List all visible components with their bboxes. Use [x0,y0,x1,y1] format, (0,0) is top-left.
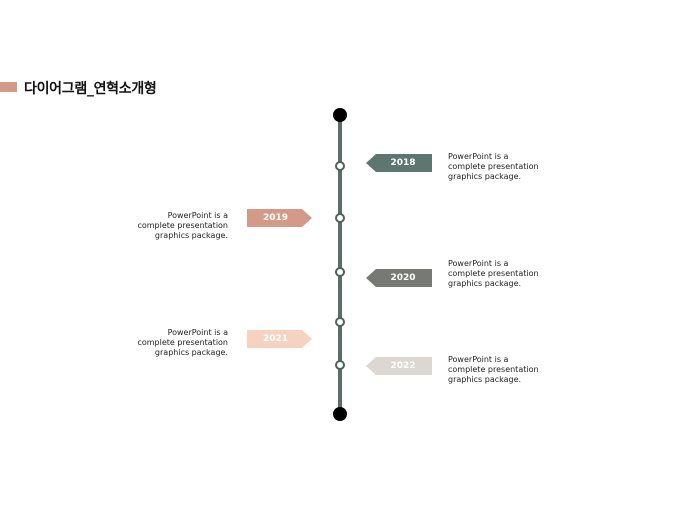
timeline-node-2018 [335,161,345,171]
year-tag-2021: 2021 [247,330,312,348]
timeline-end-dot [333,407,347,421]
timeline-node-2020 [335,267,345,277]
year-tag-2018: 2018 [366,154,432,172]
title-accent-bar [0,82,17,92]
timeline-node-2022 [335,360,345,370]
year-tag-2022: 2022 [366,357,432,375]
timeline-axis [338,115,342,413]
timeline-node-2021 [335,317,345,327]
page-title: 다이어그램_연혁소개형 [24,81,157,97]
year-tag-2019: 2019 [247,209,312,227]
year-tag-2020: 2020 [366,269,432,287]
timeline-start-dot [333,108,347,122]
timeline-node-2019 [335,213,345,223]
